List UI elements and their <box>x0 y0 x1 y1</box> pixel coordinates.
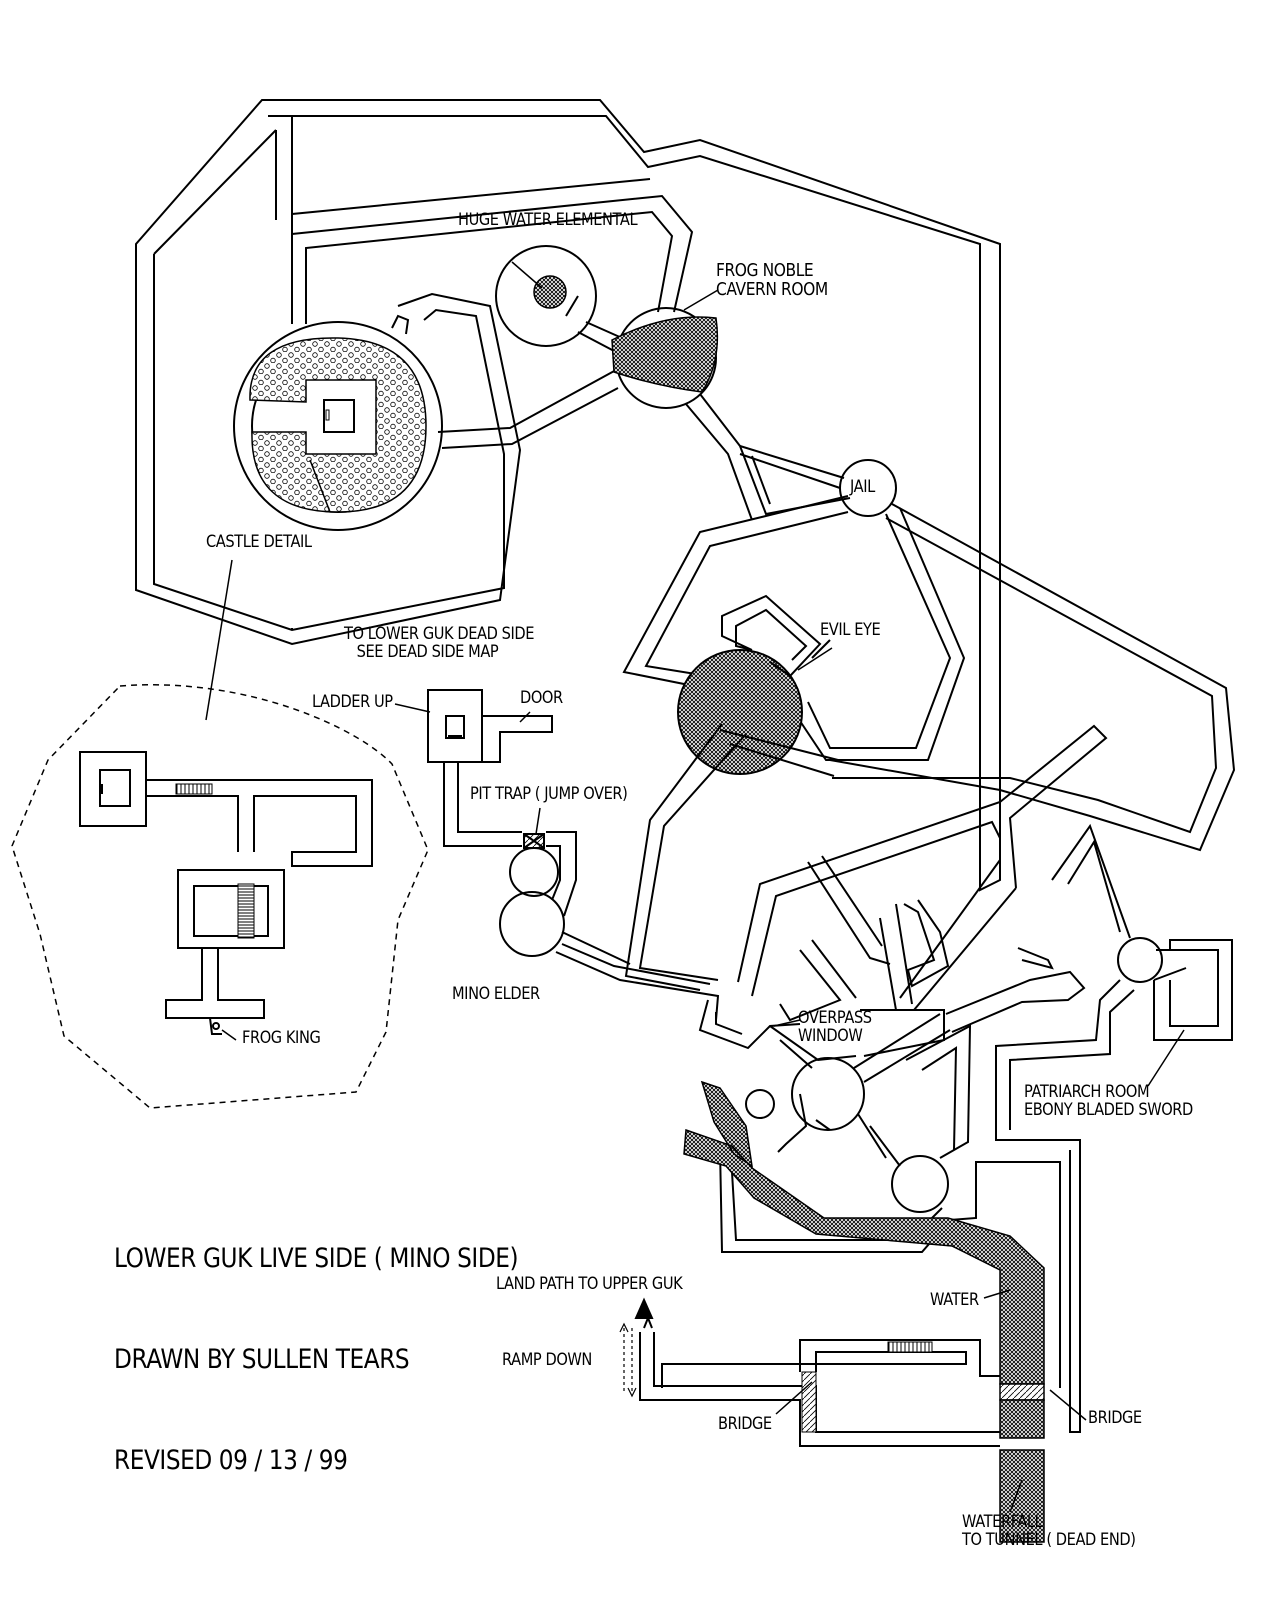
mino-elder-corridor-inner <box>561 943 711 985</box>
map-title-line1: LOWER GUK LIVE SIDE ( MINO SIDE) <box>114 1242 519 1274</box>
label-mino-elder: MINO ELDER <box>452 984 540 1004</box>
evil-eye-east-link <box>719 729 839 777</box>
water-lower <box>999 1399 1045 1439</box>
evil-eye-loop <box>622 495 966 775</box>
frog-king-steps-top <box>175 783 213 795</box>
central-network <box>698 724 1131 1131</box>
label-dead-side: TO LOWER GUK DEAD SIDE SEE DEAD SIDE MAP <box>344 624 535 662</box>
southern-loop <box>703 1024 1061 1388</box>
waterfall <box>999 1449 1045 1543</box>
west-cavern-outline <box>135 99 1001 892</box>
land-path-arrow <box>634 1297 654 1319</box>
water-elemental-room <box>495 245 623 353</box>
jail-room <box>839 459 897 517</box>
water-channel <box>683 1080 1045 1385</box>
castle-detail-leader <box>205 559 233 721</box>
label-frog-noble: FROG NOBLE CAVERN ROOM <box>716 260 828 300</box>
ramp-steps <box>887 1341 933 1353</box>
label-bridge-right: BRIDGE <box>1088 1408 1142 1428</box>
label-evil-eye: EVIL EYE <box>820 620 881 640</box>
map-title: LOWER GUK LIVE SIDE ( MINO SIDE) DRAWN B… <box>114 1174 519 1512</box>
label-castle-detail: CASTLE DETAIL <box>206 532 312 552</box>
mino-elder-corridor <box>555 931 720 1021</box>
castle-door <box>325 409 330 421</box>
label-pit-trap: PIT TRAP ( JUMP OVER) <box>470 784 628 804</box>
frog-noble-cavern <box>611 307 719 409</box>
bridge-right-deck <box>999 1383 1045 1401</box>
label-ladder-up: LADDER UP <box>312 692 393 712</box>
ramp-arrows <box>623 1328 633 1392</box>
label-jail: JAIL <box>850 477 875 497</box>
ladder-room <box>427 689 577 917</box>
label-door: DOOR <box>520 688 563 708</box>
map-title-line2: DRAWN BY SULLEN TEARS <box>114 1343 410 1375</box>
castle-courtyard <box>249 337 427 513</box>
label-ramp-down: RAMP DOWN <box>502 1350 592 1370</box>
frog-king-steps-mid <box>237 883 255 939</box>
label-overpass: OVERPASS WINDOW <box>798 1008 872 1046</box>
leader-lines <box>221 261 1185 1513</box>
patriarch-room <box>995 937 1233 1433</box>
jail-corridor <box>685 393 851 521</box>
jail-corridor-inner <box>739 445 845 479</box>
ramp-arrowheads <box>619 1322 637 1398</box>
bridge-left-deck <box>801 1371 817 1433</box>
castle-tower <box>391 314 410 335</box>
label-water: WATER <box>930 1290 979 1310</box>
frog-king-castle <box>79 751 373 1035</box>
north-loop <box>291 194 694 324</box>
pit-trap-circle <box>509 847 559 897</box>
east-corridor <box>829 503 1236 852</box>
castle-corridor <box>437 369 619 449</box>
evil-eye-corridor <box>624 723 747 991</box>
label-waterfall: WATERFALL TO TUNNEL ( DEAD END) <box>962 1512 1136 1550</box>
label-water-elemental: HUGE WATER ELEMENTAL <box>458 210 638 230</box>
mino-elder-room <box>499 891 565 957</box>
frog-king-inset-border <box>11 684 429 1109</box>
label-patriarch: PATRIARCH ROOM EBONY BLADED SWORD <box>1024 1082 1193 1120</box>
entrance-ramp <box>639 1315 1000 1447</box>
label-bridge-left: BRIDGE <box>718 1414 772 1434</box>
label-land-path: LAND PATH TO UPPER GUK <box>496 1274 683 1294</box>
label-frog-king: FROG KING <box>242 1028 321 1048</box>
map-title-line3: REVISED 09 / 13 / 99 <box>114 1445 348 1476</box>
pit-trap-mark <box>523 833 545 849</box>
